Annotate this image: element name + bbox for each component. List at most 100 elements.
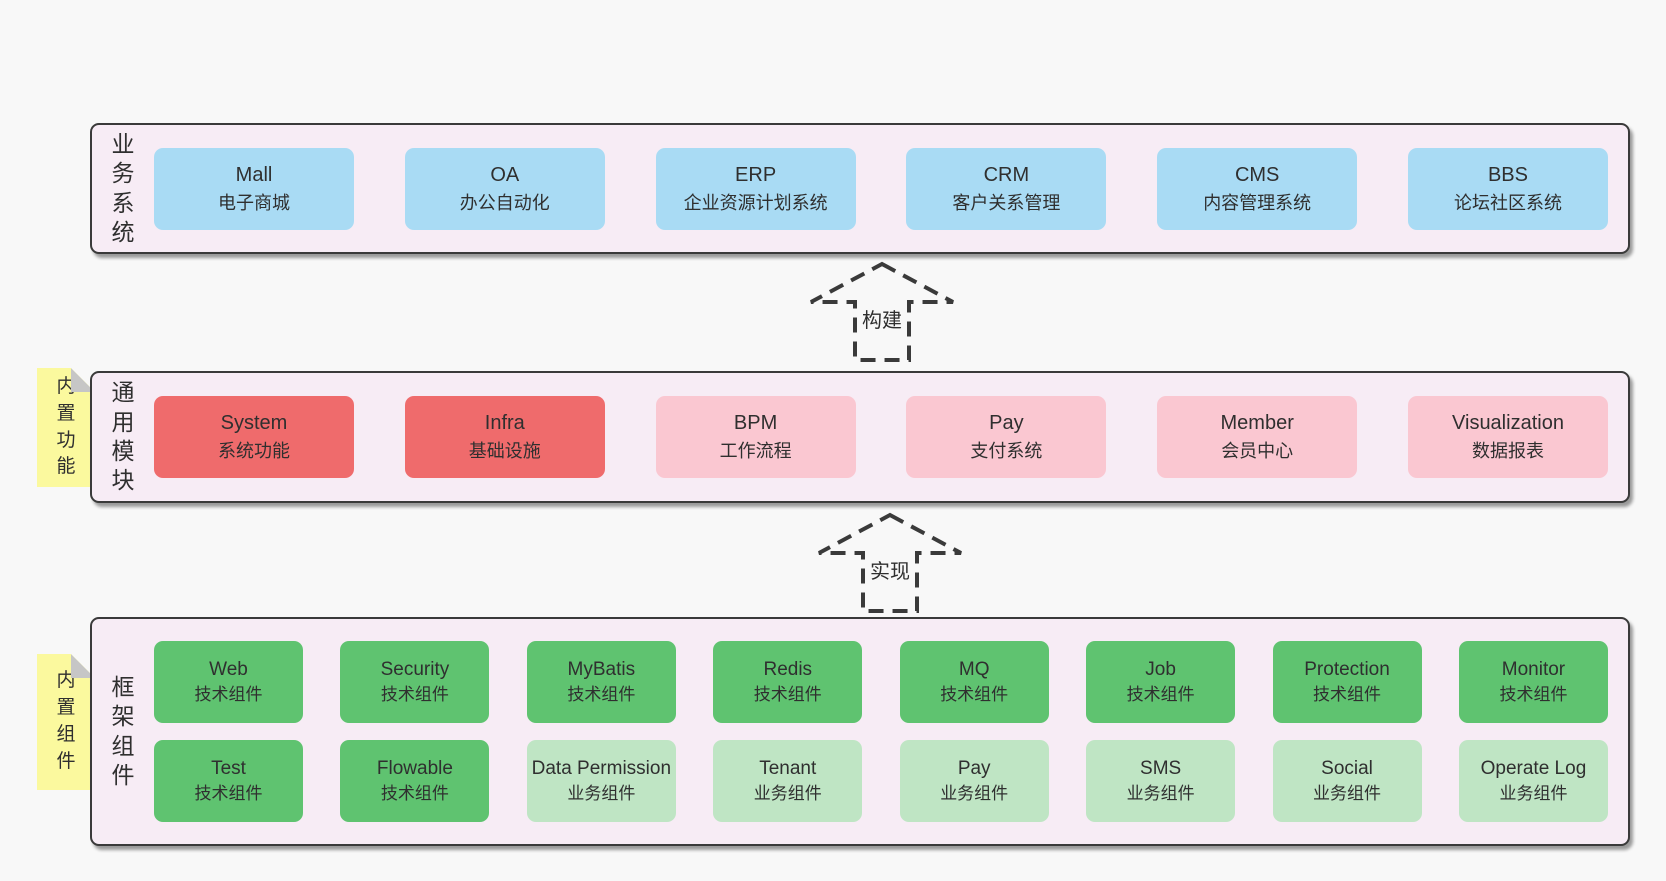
box-subtitle: 技术组件 (753, 685, 822, 705)
box-subtitle: 工作流程 (719, 441, 792, 462)
dashed-up-arrow-build: 构建 (807, 260, 957, 364)
sticky-note-label: 内 置 功 能 (56, 375, 76, 478)
box-title: MQ (958, 658, 990, 680)
band-label-common-modules: 通 用 模 块 (111, 379, 135, 494)
box-subtitle: 技术组件 (1313, 685, 1382, 705)
box-title: Test (211, 757, 246, 779)
box-title: Monitor (1501, 658, 1566, 680)
box-subtitle: 数据报表 (1471, 441, 1544, 462)
box-subtitle: 业务组件 (1499, 784, 1568, 804)
box-title: System (220, 412, 288, 435)
box-title: Security (380, 658, 450, 680)
box-subtitle: 客户关系管理 (952, 192, 1061, 213)
box-title: Visualization (1452, 412, 1564, 435)
box-protection: Protection 技术组件 (1272, 641, 1422, 723)
arrow-label-build: 构建 (860, 310, 904, 332)
box-security: Security 技术组件 (340, 641, 490, 723)
box-redis: Redis 技术组件 (713, 641, 863, 723)
box-title: Job (1145, 658, 1176, 680)
box-title: Data Permission (531, 757, 672, 779)
box-member: Member 会员中心 (1157, 396, 1358, 478)
box-subtitle: 业务组件 (567, 784, 636, 804)
box-operate-log: Operate Log 业务组件 (1458, 740, 1608, 822)
box-title: Tenant (759, 757, 817, 779)
box-bpm: BPM 工作流程 (655, 396, 856, 478)
box-title: Operate Log (1480, 757, 1587, 779)
box-tenant: Tenant 业务组件 (713, 740, 863, 822)
box-job: Job 技术组件 (1086, 641, 1236, 723)
box-subtitle: 业务组件 (940, 784, 1009, 804)
box-title: MyBatis (567, 658, 636, 680)
box-mall: Mall 电子商城 (154, 147, 354, 230)
box-title: Mall (235, 163, 273, 186)
box-subtitle: 基础设施 (468, 441, 541, 462)
box-system: System 系统功能 (154, 396, 354, 478)
box-subtitle: 电子商城 (218, 192, 290, 213)
sticky-note-label: 内 置 组 件 (56, 670, 76, 772)
box-title: Social (1321, 757, 1373, 779)
box-test: Test 技术组件 (154, 740, 303, 822)
box-subtitle: 技术组件 (380, 784, 449, 804)
box-visualization: Visualization 数据报表 (1407, 396, 1608, 478)
box-title: ERP (735, 163, 777, 186)
arrow-label-implement: 实现 (868, 561, 912, 583)
box-pay: Pay 支付系统 (906, 396, 1107, 478)
sticky-note-built-in-features: 内 置 功 能 (37, 368, 95, 487)
band-label-business-systems: 业 务 系 统 (111, 130, 135, 245)
box-title: Protection (1304, 658, 1390, 680)
box-subtitle: 技术组件 (194, 784, 263, 804)
box-title: Web (209, 658, 248, 680)
box-subtitle: 会员中心 (1221, 441, 1294, 462)
box-oa: OA 办公自动化 (404, 147, 605, 230)
box-subtitle: 支付系统 (970, 441, 1043, 462)
box-subtitle: 技术组件 (1126, 685, 1195, 705)
band-label-framework-components: 框 架 组 件 (111, 673, 135, 788)
box-title: Flowable (376, 757, 453, 779)
box-subtitle: 技术组件 (380, 685, 449, 705)
box-subtitle: 技术组件 (1499, 685, 1568, 705)
box-flowable: Flowable 技术组件 (340, 740, 490, 822)
box-title: Pay (989, 412, 1024, 435)
box-subtitle: 技术组件 (567, 685, 636, 705)
box-subtitle: 内容管理系统 (1203, 192, 1312, 213)
box-subtitle: 办公自动化 (459, 192, 550, 213)
box-subtitle: 业务组件 (753, 784, 822, 804)
box-title: Member (1220, 412, 1294, 435)
box-title: CMS (1234, 163, 1280, 186)
box-monitor: Monitor 技术组件 (1458, 641, 1608, 723)
box-social: Social 业务组件 (1272, 740, 1422, 822)
box-title: OA (490, 163, 520, 186)
box-pay: Pay 业务组件 (899, 740, 1049, 822)
box-subtitle: 业务组件 (1313, 784, 1382, 804)
box-subtitle: 技术组件 (940, 685, 1009, 705)
box-mybatis: MyBatis 技术组件 (526, 641, 676, 723)
box-title: Pay (957, 757, 991, 779)
box-subtitle: 论坛社区系统 (1453, 192, 1562, 213)
sticky-note-built-in-components: 内 置 组 件 (37, 654, 95, 790)
box-subtitle: 业务组件 (1126, 784, 1195, 804)
dashed-up-arrow-implement: 实现 (815, 511, 965, 615)
box-crm: CRM 客户关系管理 (906, 147, 1107, 230)
box-title: CRM (983, 163, 1030, 186)
box-title: Redis (763, 658, 813, 680)
box-subtitle: 系统功能 (218, 441, 290, 462)
box-mq: MQ 技术组件 (899, 641, 1049, 723)
box-cms: CMS 内容管理系统 (1157, 147, 1358, 230)
box-title: BPM (733, 412, 778, 435)
